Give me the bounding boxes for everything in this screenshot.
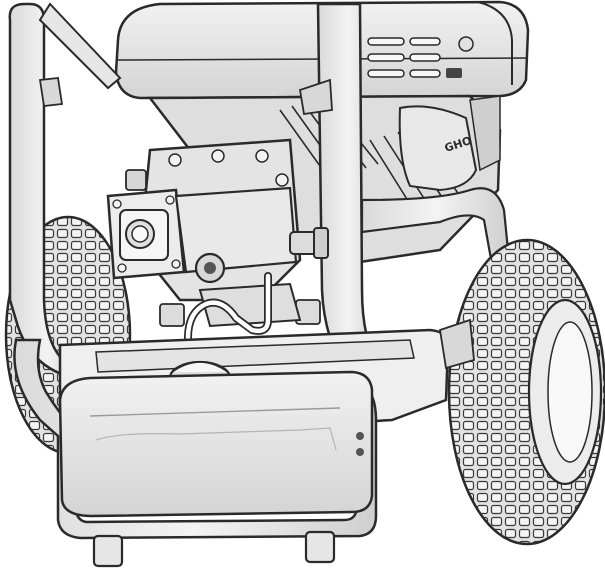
engine-knob [458, 36, 474, 52]
frame [8, 2, 512, 382]
frame-foot-left [92, 534, 124, 568]
starter-housing [398, 105, 478, 192]
pump [106, 138, 329, 370]
right-tire [447, 238, 605, 546]
frame-lower [13, 338, 378, 568]
frame-foot-right [304, 530, 336, 564]
handle-bracket [38, 2, 122, 90]
pump-bolts [168, 149, 289, 187]
frame-rear-tube [360, 187, 512, 278]
engine-vents [367, 37, 441, 78]
skid-plate [58, 370, 374, 518]
engine-switch [446, 68, 462, 78]
